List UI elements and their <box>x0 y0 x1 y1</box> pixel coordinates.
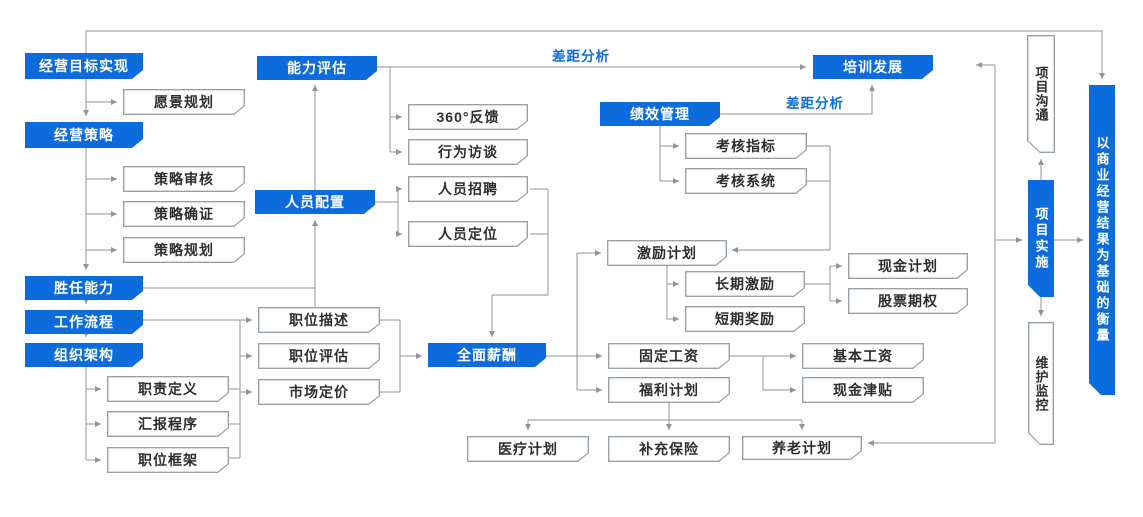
node-recruitment: 人员招聘 <box>408 176 528 202</box>
node-label: 补充保险 <box>609 437 728 460</box>
node-label: 项目沟通 <box>1028 36 1053 151</box>
node-job-description: 职位描述 <box>258 307 380 333</box>
node-stock-options: 股票期权 <box>848 288 968 314</box>
node-label: 经营策略 <box>54 127 114 143</box>
node-base-salary: 基本工资 <box>802 343 924 369</box>
node-label: 股票期权 <box>849 289 966 312</box>
node-label: 绩效管理 <box>630 106 690 122</box>
node-label: 现金计划 <box>849 254 966 277</box>
node-medical-plan: 医疗计划 <box>467 436 589 462</box>
node-label: 全面薪酬 <box>457 347 517 363</box>
node-capability-assessment: 能力评估 <box>257 56 377 80</box>
node-personnel-positioning: 人员定位 <box>408 221 528 247</box>
node-label: 人员配置 <box>285 194 345 210</box>
node-label: 医疗计划 <box>468 437 587 460</box>
gap-analysis-label-mid: 差距分析 <box>786 96 844 111</box>
node-org-structure: 组织架构 <box>25 343 143 367</box>
node-supplementary-insurance: 补充保险 <box>608 436 730 462</box>
node-duty-definition: 职责定义 <box>107 376 229 402</box>
node-label: 人员招聘 <box>409 177 526 200</box>
node-assessment-system: 考核系统 <box>685 168 807 194</box>
node-label: 职责定义 <box>108 377 227 400</box>
node-strategy-review: 策略审核 <box>123 166 245 192</box>
node-label: 维护监控 <box>1029 323 1052 443</box>
node-label: 以商业经营结果为基础的衡量 <box>1094 136 1110 344</box>
node-label: 职位描述 <box>259 308 378 331</box>
node-fixed-salary: 固定工资 <box>608 343 730 369</box>
node-reporting-procedure: 汇报程序 <box>107 411 229 437</box>
node-label: 经营目标实现 <box>39 58 129 74</box>
node-label: 360°反馈 <box>409 105 526 128</box>
node-label: 胜任能力 <box>54 280 114 296</box>
node-label: 养老计划 <box>743 437 860 458</box>
node-cash-allowance: 现金津贴 <box>802 377 924 403</box>
node-total-compensation: 全面薪酬 <box>428 343 546 367</box>
node-label: 基本工资 <box>803 344 922 367</box>
node-label: 考核指标 <box>686 134 805 157</box>
gap-analysis-label-top: 差距分析 <box>552 49 610 64</box>
node-label: 现金津贴 <box>803 378 922 401</box>
node-business-strategy: 经营策略 <box>25 122 143 148</box>
node-label: 策略规划 <box>124 238 243 261</box>
node-goal-realization: 经营目标实现 <box>25 53 143 79</box>
node-label: 策略确证 <box>124 202 243 225</box>
node-competency: 胜任能力 <box>25 276 143 300</box>
node-project-communication: 项目沟通 <box>1027 35 1055 153</box>
node-label: 长期激励 <box>686 272 803 295</box>
node-label: 短期奖励 <box>686 307 803 330</box>
node-label: 培训发展 <box>843 59 903 75</box>
node-feedback-360: 360°反馈 <box>408 104 528 130</box>
node-workflow: 工作流程 <box>25 310 143 334</box>
node-vision-planning: 愿景规划 <box>123 89 245 115</box>
node-pension-plan: 养老计划 <box>742 436 862 460</box>
node-label: 考核系统 <box>686 169 805 192</box>
node-label: 市场定价 <box>259 380 378 403</box>
node-position-framework: 职位框架 <box>107 447 229 473</box>
node-strategy-confirm: 策略确证 <box>123 201 245 227</box>
node-label: 激励计划 <box>608 241 725 264</box>
node-training-development: 培训发展 <box>813 55 933 79</box>
node-short-term-reward: 短期奖励 <box>685 306 805 332</box>
node-behavior-interview: 行为访谈 <box>408 139 528 165</box>
node-incentive-plan: 激励计划 <box>607 240 727 266</box>
node-label: 职位框架 <box>108 448 227 471</box>
node-label: 组织架构 <box>54 347 114 363</box>
node-maintenance-monitoring: 维护监控 <box>1028 322 1054 445</box>
node-label: 职位评估 <box>259 344 378 367</box>
node-performance-management: 绩效管理 <box>600 102 720 126</box>
node-label: 工作流程 <box>54 314 114 330</box>
node-label: 汇报程序 <box>108 412 227 435</box>
node-label: 策略审核 <box>124 167 243 190</box>
node-strategy-planning: 策略规划 <box>123 237 245 263</box>
node-long-term-incentive: 长期激励 <box>685 271 805 297</box>
node-label: 项目实施 <box>1033 206 1049 271</box>
node-label: 能力评估 <box>287 60 347 76</box>
node-label: 人员定位 <box>409 222 526 245</box>
node-cash-plan: 现金计划 <box>848 253 968 279</box>
node-staffing: 人员配置 <box>255 190 375 214</box>
node-label: 愿景规划 <box>124 90 243 113</box>
node-benefit-plan: 福利计划 <box>608 377 730 403</box>
node-market-pricing: 市场定价 <box>258 379 380 405</box>
node-project-implementation: 项目实施 <box>1028 180 1054 297</box>
node-label: 固定工资 <box>609 344 728 367</box>
node-business-result-measure: 以商业经营结果为基础的衡量 <box>1089 85 1115 395</box>
node-label: 福利计划 <box>609 378 728 401</box>
node-job-evaluation: 职位评估 <box>258 343 380 369</box>
node-label: 行为访谈 <box>409 140 526 163</box>
node-assessment-indicators: 考核指标 <box>685 133 807 159</box>
